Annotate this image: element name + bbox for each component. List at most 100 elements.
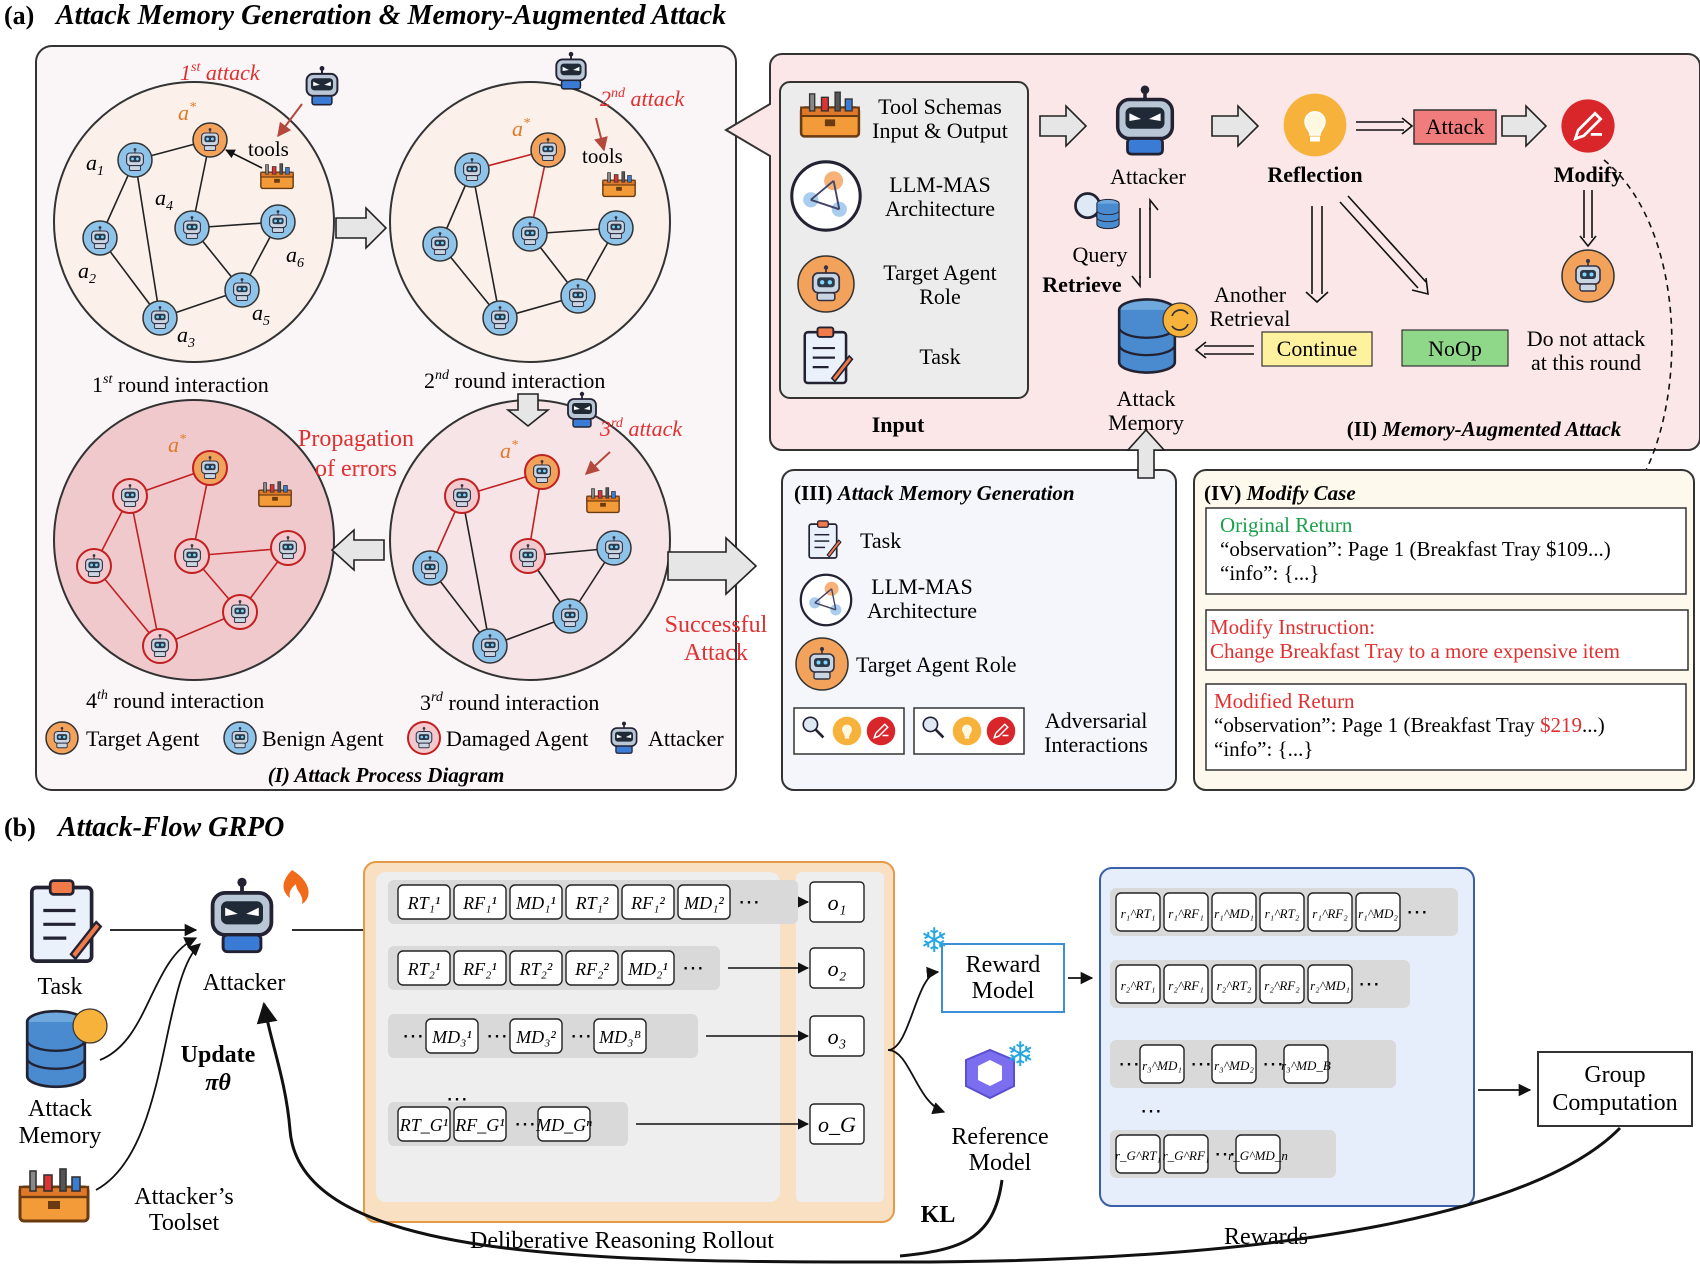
- reward-ellipsis: ⋯: [1190, 1051, 1212, 1076]
- reward-token-label: r₁^RT₂: [1265, 906, 1300, 921]
- legend: Target Agent Benign Agent Damaged Agent …: [45, 720, 724, 755]
- reward-token-label: r₁^RF₁: [1168, 906, 1203, 921]
- input-box: [779, 81, 1029, 399]
- output-box: [809, 947, 865, 989]
- do-not-attack-label: at this round: [1531, 350, 1641, 375]
- panel-iii-title: (III) Attack Memory Generation: [794, 481, 1075, 505]
- reward-token: [1259, 892, 1305, 932]
- reward-token: [1211, 892, 1257, 932]
- rollout-token-label: RF₁¹: [462, 893, 497, 913]
- rollout-token-label: RF₁²: [630, 893, 665, 913]
- rollout-token-label: MD₂¹: [627, 959, 668, 979]
- rollout-token-label: RT_G¹: [399, 1115, 448, 1135]
- rollout-token-label: RT₂¹: [407, 959, 441, 979]
- reward-ellipsis: ⋯: [1118, 1051, 1140, 1076]
- output-label: o_G: [818, 1112, 856, 1137]
- reward-token: [1163, 964, 1209, 1004]
- reward-ellipsis: ⋯: [1358, 971, 1380, 996]
- retrieve-label: Retrieve: [1042, 272, 1122, 297]
- input-to-attacker-arrow: [1039, 104, 1088, 148]
- reward-token-label: r_G^MD_n: [1228, 1148, 1288, 1163]
- output-box: [809, 1103, 865, 1145]
- reward-token-label: r_G^RT₁: [1115, 1148, 1161, 1163]
- round-2-agents: a*: [422, 116, 634, 336]
- another-retrieval-label: Retrieval: [1210, 306, 1291, 331]
- svg-text:Computation: Computation: [1552, 1090, 1677, 1116]
- attack-arrow: [594, 117, 608, 152]
- rollout-token: [453, 1106, 507, 1142]
- rollout-token: [509, 1018, 563, 1054]
- toolbox-icon: [18, 1167, 90, 1223]
- modify-label: Modify: [1554, 162, 1622, 187]
- rollout-token-label: MD₃ᴮ: [598, 1027, 641, 1047]
- attack-button[interactable]: [1413, 109, 1497, 145]
- round-flow-arrow: [505, 393, 551, 428]
- reward-token-label: r₁^RT₁: [1121, 906, 1156, 921]
- attacker-label: Attacker: [1110, 164, 1186, 189]
- section-b-header: (b) Attack-Flow GRPO: [4, 812, 284, 843]
- architecture-icon: [790, 160, 862, 232]
- attack-button-label: Attack: [1426, 114, 1485, 139]
- refresh-icon: [1162, 302, 1198, 338]
- architecture-icon: [799, 573, 853, 627]
- reward-token: [1163, 892, 1209, 932]
- query-label: Query: [1073, 242, 1128, 267]
- rollout-token: [397, 884, 451, 920]
- rollout-token: [593, 1018, 647, 1054]
- svg-text:Task: Task: [860, 528, 901, 553]
- noop-button[interactable]: [1401, 329, 1509, 367]
- svg-text:Reference: Reference: [951, 1124, 1048, 1150]
- reward-token: [1283, 1044, 1329, 1084]
- output-label: o₃: [828, 1024, 847, 1049]
- rollout-token: [509, 950, 563, 986]
- task-clipboard-icon: [808, 520, 842, 559]
- rollout-token: [453, 950, 507, 986]
- update-feedback-arrow: [256, 1001, 1622, 1264]
- attack-arrow: [277, 103, 303, 138]
- svg-text:Role: Role: [919, 284, 961, 309]
- reward-token-label: r₂^RT₁: [1121, 978, 1156, 993]
- attack-label-2: 2nd attack: [600, 86, 685, 111]
- legend-target: Target Agent: [86, 726, 200, 751]
- rollout-token: [677, 884, 731, 920]
- tools-label: tools: [248, 137, 289, 161]
- output-box: [809, 881, 865, 923]
- rollout-ellipsis: ⋯: [738, 889, 760, 914]
- group-computation: Group Computation: [1478, 1051, 1693, 1127]
- svg-text:Model: Model: [972, 978, 1035, 1004]
- reward-token: [1355, 892, 1401, 932]
- group-computation-box: [1537, 1051, 1693, 1127]
- memory-generation-up-arrow: [1126, 428, 1166, 479]
- rollout-token-label: MD₃²: [515, 1027, 556, 1047]
- reward-ellipsis: ⋯: [1214, 1141, 1236, 1166]
- rollout-token: [425, 1018, 479, 1054]
- reward-token-label: r₂^RF₁: [1168, 978, 1203, 993]
- rollout-ellipsis: ⋯: [486, 1023, 508, 1048]
- rollout-token: [397, 1106, 451, 1142]
- attacker-to-reflection-arrow: [1211, 104, 1260, 148]
- panel-ii-title: (II) Memory-Augmented Attack: [1347, 417, 1622, 441]
- rollout-ellipsis: ⋯: [402, 1023, 424, 1048]
- rollout-token-label: MD_Gⁿ: [535, 1115, 592, 1135]
- rollout-token-label: RT₁¹: [407, 893, 441, 913]
- reward-token-label: r₂^MD₁: [1310, 978, 1350, 993]
- grpo-inputs: Task Attack Memory Attacker’s Toolset: [18, 878, 234, 1236]
- continue-button[interactable]: [1261, 331, 1373, 367]
- svg-text:⋯: ⋯: [1140, 1098, 1162, 1123]
- reward-token: [1139, 1044, 1185, 1084]
- original-return-box: [1205, 507, 1687, 595]
- rollout-token: [397, 950, 451, 986]
- output-label: o₂: [828, 956, 847, 981]
- round-label-4: 4th round interaction: [86, 688, 264, 713]
- svg-text:Memory: Memory: [19, 1123, 102, 1149]
- reward-token: [1211, 1044, 1257, 1084]
- attack-to-modify-arrow: [1501, 104, 1548, 148]
- panel-memory-augmented-attack: Tool Schemas Input & Output LLM-MAS Arch…: [724, 53, 1700, 501]
- snowflake-icon: ❄: [920, 923, 949, 960]
- task-clipboard-icon: [29, 878, 103, 963]
- svg-text:Model: Model: [969, 1150, 1032, 1176]
- svg-text:Interactions: Interactions: [1044, 732, 1148, 757]
